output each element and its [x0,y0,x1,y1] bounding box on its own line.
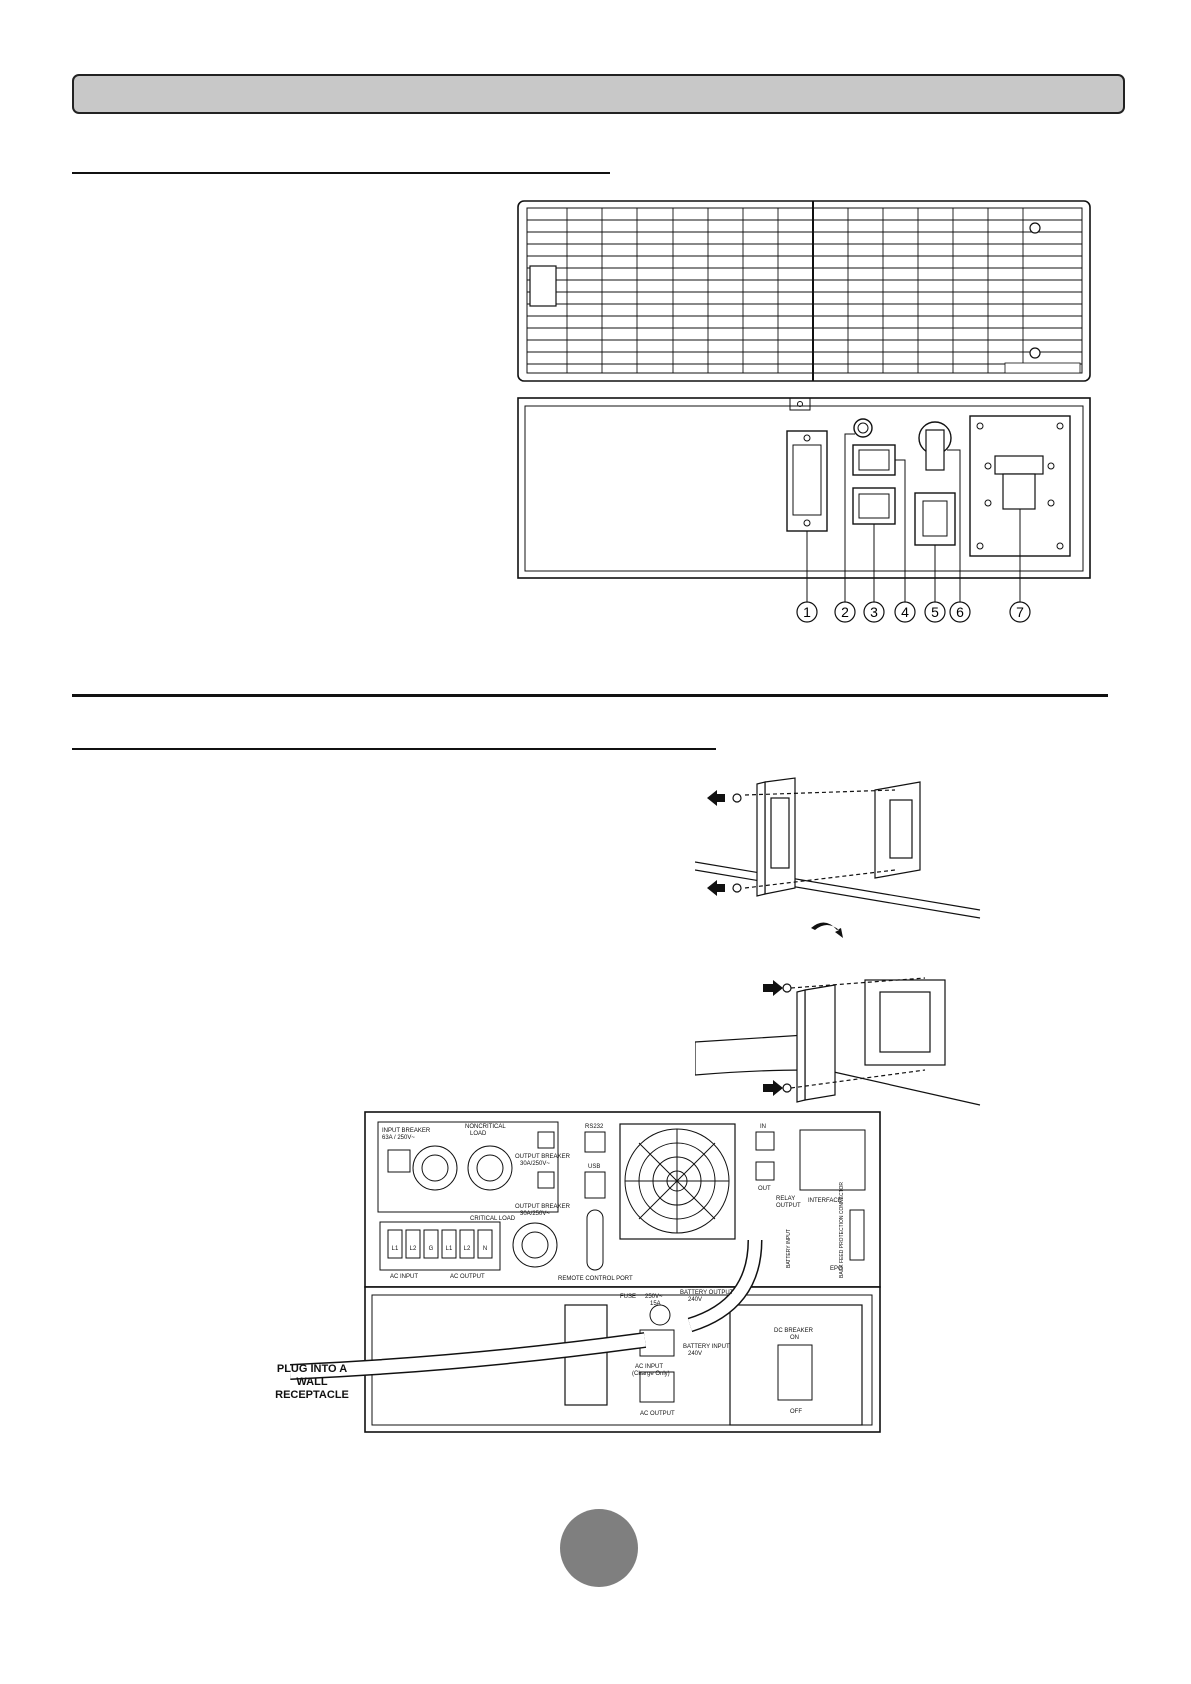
svg-text:15A: 15A [650,1301,661,1307]
svg-text:(Charge Only): (Charge Only) [632,1371,670,1377]
svg-text:L2: L2 [464,1246,471,1252]
ac-output-small-label: AC OUTPUT [640,1411,675,1417]
svg-text:L1: L1 [446,1246,453,1252]
callout-3: 3 [870,604,878,620]
svg-text:30A/250V~: 30A/250V~ [520,1161,550,1167]
ac-input-charge-label: AC INPUT [635,1364,663,1370]
section-header-bar [72,74,1125,114]
callout-5: 5 [931,604,939,620]
usb-label: USB [588,1164,600,1170]
output-breaker-label: OUTPUT BREAKER [515,1154,571,1160]
cover-attach-step [695,977,981,1106]
relay-output-label: RELAY [776,1196,795,1202]
svg-text:240V: 240V [688,1351,702,1357]
callout-4: 4 [901,604,909,620]
svg-text:240V: 240V [688,1297,702,1303]
interface-label: INTERFACE [808,1198,842,1204]
critical-load-label: CRITICAL LOAD [470,1216,516,1222]
out-label: OUT [758,1186,771,1192]
backfeed-label: BACK FEED PROTECTION CONNECTOR [839,1182,845,1278]
rs232-label: RS232 [585,1124,604,1130]
svg-text:LOAD: LOAD [470,1131,487,1137]
off-label: OFF [790,1409,802,1415]
in-label: IN [760,1124,766,1130]
front-grille-panel [517,200,1091,382]
battery-output-label: BATTERY OUTPUT [680,1290,734,1296]
heading-underline-2 [72,748,716,750]
epo-label: EPO [830,1266,843,1272]
battery-input-label: BATTERY INPUT [683,1344,730,1350]
heading-underline-1 [72,172,610,174]
callout-markers: 1 2 3 4 5 6 7 [796,601,1031,623]
plug-cover-removal-figure [695,777,981,1106]
callout-1: 1 [803,604,811,620]
ac-output-label: AC OUTPUT [450,1274,485,1280]
battery-pack-figure: 1 2 3 4 5 6 7 [517,200,1091,623]
connection-diagram: INPUT BREAKER 63A / 250V~ NONCRITICAL LO… [290,1111,881,1433]
battery-input-side-label: BATTERY INPUT [786,1229,792,1268]
ac-input-label: AC INPUT [390,1274,418,1280]
page-number-badge [560,1509,638,1587]
svg-text:L1: L1 [392,1246,399,1252]
svg-text:OUTPUT: OUTPUT [776,1203,801,1209]
callout-7: 7 [1016,604,1024,620]
input-breaker-label: INPUT BREAKER [382,1128,431,1134]
svg-text:N: N [483,1246,487,1252]
fuse-label: FUSE [620,1294,636,1300]
svg-text:G: G [429,1246,434,1252]
arrow-icons [707,790,843,1096]
svg-text:63A / 250V~: 63A / 250V~ [382,1135,415,1141]
section-rule [72,694,1108,697]
svg-text:L2: L2 [410,1246,417,1252]
svg-text:OUTPUT BREAKER: OUTPUT BREAKER [515,1204,571,1210]
svg-text:ON: ON [790,1335,799,1341]
callout-2: 2 [841,604,849,620]
svg-text:250V~: 250V~ [645,1294,663,1300]
rear-panel [517,397,1091,579]
svg-text:30A/250V~: 30A/250V~ [520,1211,550,1217]
plug-into-wall-label: PLUG INTO A WALL RECEPTACLE [275,1363,349,1401]
svg-text:NONCRITICAL: NONCRITICAL [465,1124,506,1130]
cover-removal-step [695,777,981,919]
callout-6: 6 [956,604,964,620]
dc-breaker-label: DC BREAKER [774,1328,814,1334]
remote-control-port-label: REMOTE CONTROL PORT [558,1276,633,1282]
